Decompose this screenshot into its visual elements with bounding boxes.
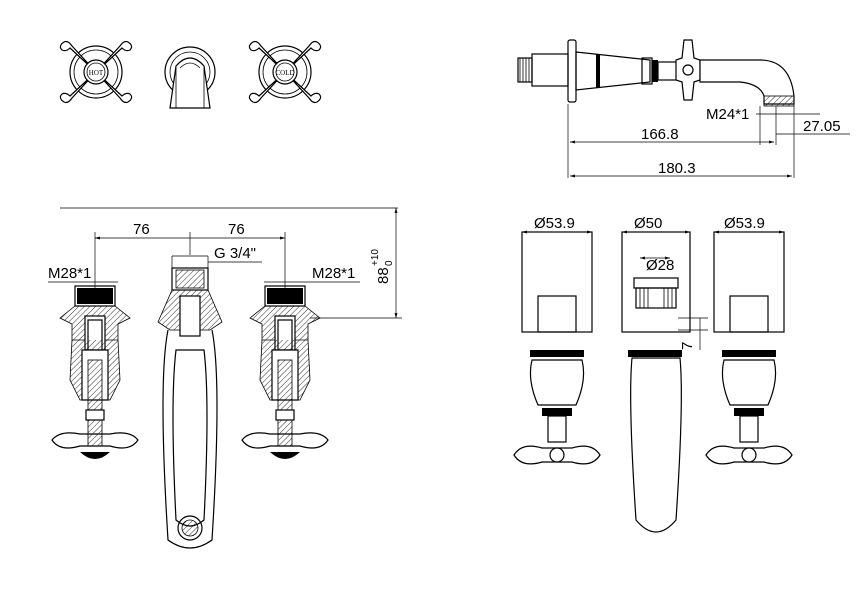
spout-section bbox=[157, 267, 223, 549]
front-view: HOT COLD bbox=[59, 40, 322, 109]
spout-front bbox=[164, 46, 216, 109]
height-minus-label: 0 bbox=[384, 260, 395, 266]
left-valve-elevation bbox=[513, 231, 601, 465]
spacing-right-label: 76 bbox=[228, 221, 245, 238]
spout-elevation: Ø28 7 bbox=[621, 231, 708, 533]
hot-label: HOT bbox=[89, 69, 104, 77]
flange-left-label: Ø53.9 bbox=[534, 215, 575, 232]
cold-label: COLD bbox=[275, 69, 294, 77]
spacing-left-label: 76 bbox=[133, 221, 150, 238]
inlet-thread-left-label: M28*1 bbox=[48, 265, 91, 282]
hot-handle-front: HOT bbox=[59, 40, 133, 104]
height-base-label: 88 bbox=[375, 267, 392, 284]
spout-neck-label: Ø28 bbox=[646, 257, 674, 274]
height-plus-label: +10 bbox=[370, 249, 381, 266]
flange-depth-label: 7 bbox=[679, 342, 696, 350]
right-valve-elevation bbox=[705, 231, 793, 465]
outlet-thread-label: G 3/4" bbox=[214, 245, 256, 262]
right-valve-section bbox=[241, 285, 329, 459]
section-view: 76 76 G 3/4" M28*1 M28*1 88 +10 0 bbox=[48, 207, 402, 549]
spout-reach-label: 166.8 bbox=[641, 126, 679, 143]
flange-center-label: Ø50 bbox=[634, 215, 662, 232]
left-valve-section bbox=[51, 285, 139, 459]
inlet-thread-right-label: M28*1 bbox=[312, 265, 355, 282]
cold-handle-front: COLD bbox=[248, 40, 322, 104]
elevation-view: Ø53.9 Ø50 Ø53.9 Ø28 bbox=[513, 215, 793, 533]
spout-thread-label: M24*1 bbox=[706, 106, 749, 123]
overall-length-label: 180.3 bbox=[658, 160, 696, 177]
side-view: M24*1 27.05 166.8 180.3 bbox=[517, 39, 850, 178]
flange-right-label: Ø53.9 bbox=[724, 215, 765, 232]
spout-tip-label: 27.05 bbox=[803, 118, 841, 135]
